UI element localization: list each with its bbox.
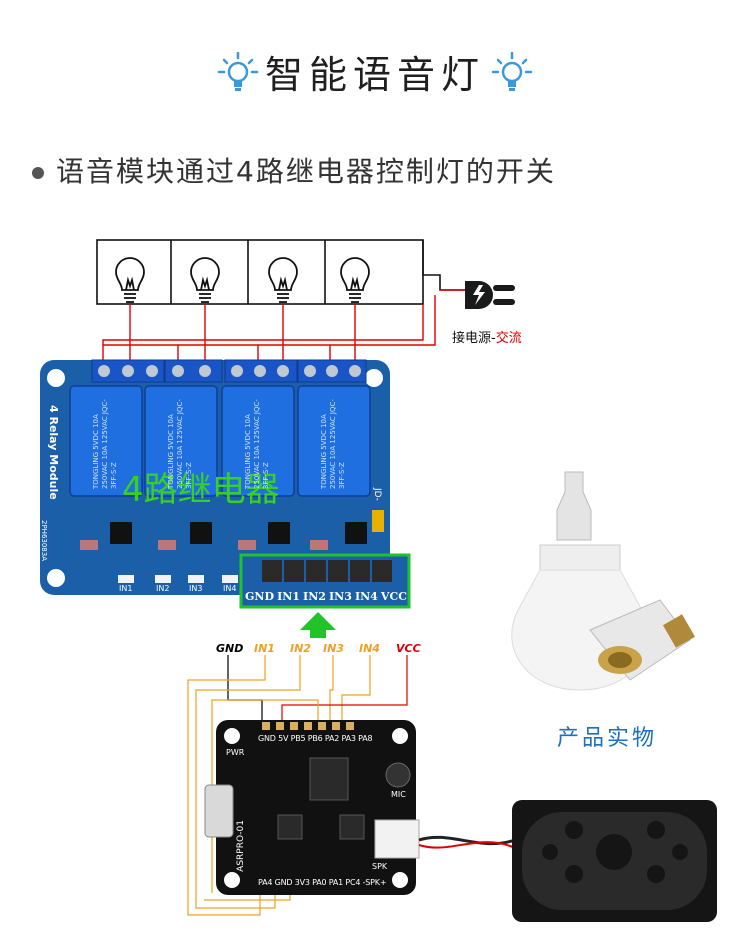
wire-label-in1: IN1 (254, 642, 275, 655)
relay-body-text: TONGLING 5VDC 10A 250VAC 10A 125VAC JQC-… (92, 399, 118, 489)
relay-board (40, 359, 411, 609)
module-side-label: ASRPRO-01 (236, 820, 246, 872)
led-label: IN2 (156, 584, 170, 593)
pin-label: IN1 (277, 590, 300, 603)
wire-label-vcc: VCC (396, 642, 421, 655)
relay-body-text: TONGLING 5VDC 10A 250VAC 10A 125VAC JQC-… (320, 399, 346, 489)
product-bulb-image (511, 471, 696, 691)
module-mic-label: MIC (391, 790, 406, 799)
product-label: 产品实物 (557, 726, 658, 751)
power-plug-icon (465, 281, 515, 309)
module-pwr-label: PWR (226, 748, 245, 757)
wire-label-in2: IN2 (290, 642, 311, 655)
relay-body-text: TONGLING 5VDC 10A 250VAC 10A 125VAC JQC-… (167, 399, 193, 489)
red-wires (102, 289, 465, 365)
page-title: 智能语音灯 (0, 44, 750, 104)
module-bottom-pins: PA4 GND 3V3 PA0 PA1 PC4 -SPK+ (258, 878, 387, 887)
title-text: 智能语音灯 (264, 53, 485, 97)
pin-label: IN2 (303, 590, 326, 603)
description-text: 语音模块通过4路继电器控制灯的开关 (56, 155, 556, 188)
relay-side-text: 4 Relay Module (47, 405, 60, 500)
led-label: IN1 (119, 584, 133, 593)
relay-title: 4路继电器 (122, 470, 280, 510)
lightbulb-icon (115, 257, 370, 303)
voice-module-board (204, 720, 420, 895)
pin-label: IN4 (354, 590, 378, 603)
pin-label: VCC (380, 590, 407, 603)
arrow-up-icon (300, 612, 336, 638)
power-label-text: 接电源- (452, 331, 496, 346)
relay-body-text: TONGLING 5VDC 10A 250VAC 10A 125VAC JQC-… (244, 399, 270, 489)
relay-jd-label: JD- (372, 488, 382, 501)
wire-label-in4: IN4 (359, 642, 380, 655)
bullet-dot (32, 167, 44, 179)
power-label-ac: 交流 (495, 331, 522, 346)
lightbulb-icon (490, 50, 534, 94)
module-spk-label: SPK (372, 862, 388, 871)
pin-label: IN3 (329, 590, 352, 603)
relay-corner-text: 2PH63083A (40, 520, 48, 561)
speaker-image (512, 800, 717, 922)
module-top-pins: GND 5V PB5 PB6 PA2 PA3 PA8 (258, 734, 373, 743)
lightbulb-icon (216, 50, 260, 94)
wire-label-in3: IN3 (323, 642, 344, 655)
power-source-label: 接电源-交流 (452, 327, 522, 346)
pin-label: GND (245, 590, 274, 603)
header-pin-labels: GND IN1 IN2 IN3 IN4 VCC (245, 590, 407, 603)
wire-label-gnd: GND (216, 642, 244, 655)
led-label: IN3 (189, 584, 203, 593)
description-line: 语音模块通过4路继电器控制灯的开关 (32, 150, 556, 190)
led-label: IN4 (223, 584, 237, 593)
